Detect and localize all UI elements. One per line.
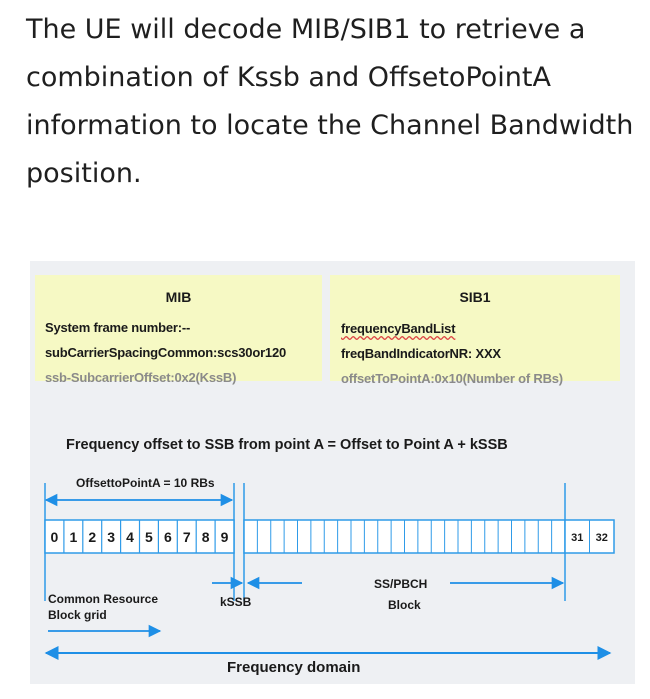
kssb-label: kSSB xyxy=(220,595,252,609)
mib-box: MIB System frame number:-- subCarrierSpa… xyxy=(35,275,322,385)
rb-cell-label: 4 xyxy=(126,529,134,545)
sib1-box: SIB1 frequencyBandList freqBandIndicator… xyxy=(330,275,620,386)
rb-cell-label: 2 xyxy=(88,529,96,545)
offset-to-point-a-label: OffsettoPointA = 10 RBs xyxy=(76,476,215,490)
sib1-offset-to-point-a: offsetToPointA:0x10(Number of RBs) xyxy=(341,371,563,386)
rb-end-cell-label: 32 xyxy=(596,532,608,544)
sib1-freq-band-indicator: freqBandIndicatorNR: XXX xyxy=(341,346,501,361)
mib-system-frame-number: System frame number:-- xyxy=(45,320,191,335)
rb-end-cells: 31 32 xyxy=(571,520,608,553)
sib1-frequency-band-list: frequencyBandList xyxy=(341,321,456,336)
sib1-title: SIB1 xyxy=(459,289,491,305)
rb-cell-label: 9 xyxy=(221,529,229,545)
rb-end-cell-label: 31 xyxy=(571,532,583,544)
rb-cell-label: 6 xyxy=(164,529,172,545)
intro-paragraph: The UE will decode MIB/SIB1 to retrieve … xyxy=(26,14,634,189)
rb-cell-label: 8 xyxy=(202,529,210,545)
formula-text: Frequency offset to SSB from point A = O… xyxy=(66,437,508,453)
ss-pbch-label-line2: Block xyxy=(388,598,421,612)
mib-ssb-subcarrier-offset: ssb-SubcarrierOffset:0x2(KssB) xyxy=(45,370,237,385)
crb-grid-label-line2: Block grid xyxy=(48,608,107,622)
ss-pbch-label-line1: SS/PBCH xyxy=(374,577,428,591)
mib-title: MIB xyxy=(165,289,192,305)
mib-subcarrier-spacing: subCarrierSpacingCommon:scs30or120 xyxy=(45,345,287,360)
mib-sib1-diagram: MIB System frame number:-- subCarrierSpa… xyxy=(30,261,635,684)
rb-cell-label: 0 xyxy=(51,529,59,545)
frequency-domain-label: Frequency domain xyxy=(227,659,361,676)
rb-subcarrier-lines xyxy=(256,520,553,553)
rb-cell-label: 7 xyxy=(183,529,191,545)
rb-cell-label: 1 xyxy=(69,529,77,545)
rb-cell-label: 5 xyxy=(145,529,153,545)
rb-cell-label: 3 xyxy=(107,529,115,545)
crb-grid-label-line1: Common Resource xyxy=(48,592,159,606)
